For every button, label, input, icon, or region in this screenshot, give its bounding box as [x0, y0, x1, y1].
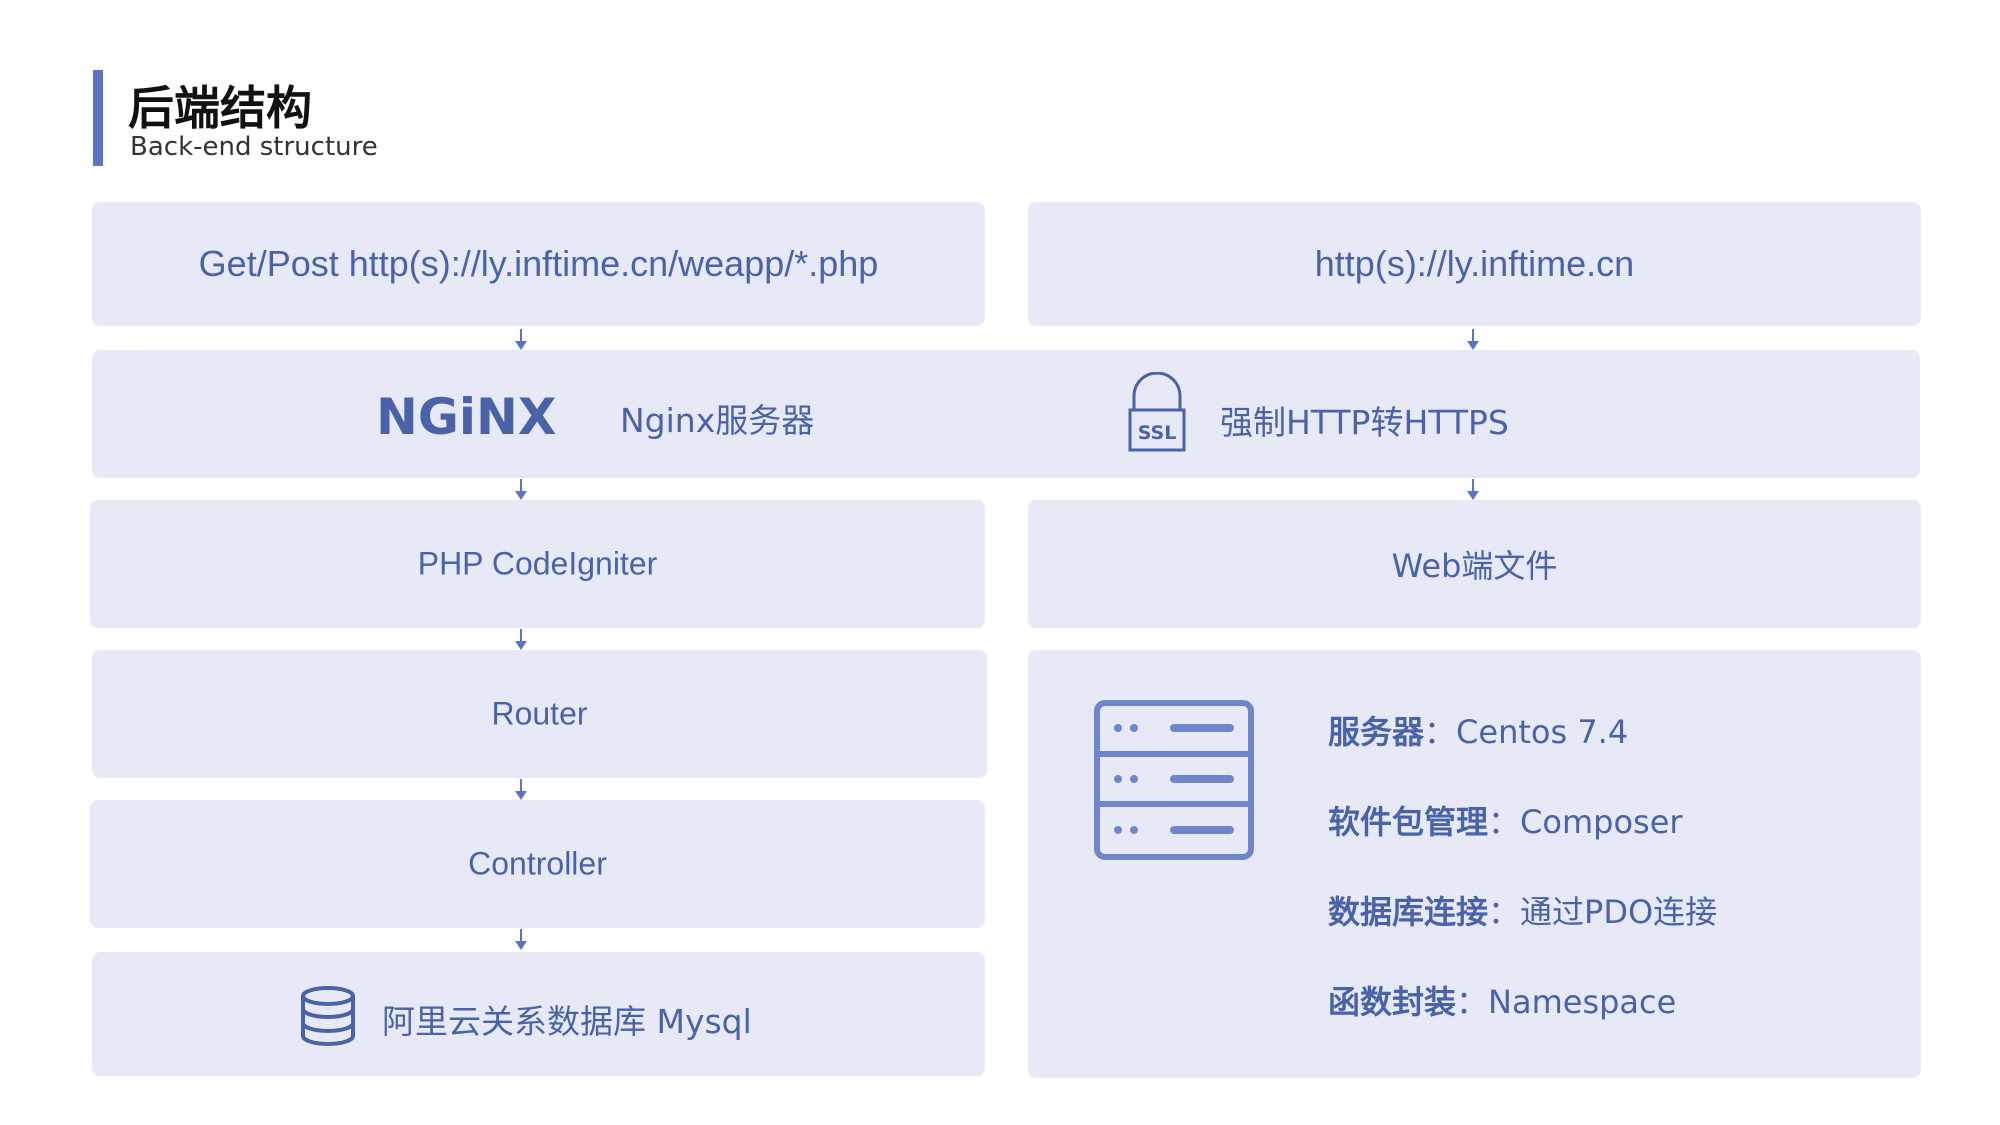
ssl-lock-icon: SSL	[1128, 372, 1186, 452]
nginx-label: Nginx服务器	[620, 401, 815, 440]
info-key: 函数封装	[1328, 983, 1457, 1021]
framework-text: PHP CodeIgniter	[417, 545, 658, 582]
info-sep: ：	[1488, 803, 1521, 841]
web-files-text: Web端文件	[1391, 547, 1558, 585]
page-title: 后端结构	[128, 81, 312, 135]
info-value: Centos 7.4	[1456, 713, 1629, 751]
nginx-logo-text: NGiNX	[376, 392, 556, 440]
arrow-down-icon	[515, 929, 527, 950]
arrow-down-icon	[515, 779, 527, 800]
info-value: 通过PDO连接	[1520, 893, 1718, 931]
database-label: 阿里云关系数据库 Mysql	[382, 1002, 752, 1041]
arrow-down-icon	[1467, 329, 1479, 350]
server-info-panel	[1028, 650, 1921, 1078]
info-sep: ：	[1456, 983, 1489, 1021]
nginx-box	[92, 350, 1920, 478]
info-key: 服务器	[1328, 713, 1425, 751]
router-box: Router	[92, 650, 987, 778]
ssl-icon-text: SSL	[1138, 422, 1177, 444]
info-key: 数据库连接	[1328, 893, 1489, 931]
info-row-server: 服务器：Centos 7.4	[1328, 707, 1628, 753]
info-sep: ：	[1424, 713, 1457, 751]
router-text: Router	[491, 695, 588, 732]
info-value: Namespace	[1488, 983, 1677, 1021]
server-rack-icon	[1094, 700, 1254, 860]
database-box	[92, 952, 985, 1076]
web-files-box: Web端文件	[1028, 500, 1921, 628]
arrow-down-icon	[515, 629, 527, 650]
nginx-logo-icon: NGiNX	[376, 392, 556, 440]
request-box: Get/Post http(s)://ly.inftime.cn/weapp/*…	[92, 202, 985, 326]
site-url-box: http(s)://ly.inftime.cn	[1028, 202, 1921, 326]
ssl-label: 强制HTTP转HTTPS	[1220, 403, 1509, 442]
arrow-down-icon	[515, 479, 527, 500]
info-sep: ：	[1488, 893, 1521, 931]
info-key: 软件包管理	[1328, 803, 1489, 841]
title-accent-bar	[93, 70, 103, 166]
info-value: Composer	[1520, 803, 1683, 841]
request-url-text: Get/Post http(s)://ly.inftime.cn/weapp/*…	[198, 243, 879, 284]
database-icon	[301, 986, 355, 1046]
controller-box: Controller	[90, 800, 985, 928]
controller-text: Controller	[468, 845, 607, 882]
framework-box: PHP CodeIgniter	[90, 500, 985, 628]
arrow-down-icon	[1467, 479, 1479, 500]
arrow-down-icon	[515, 329, 527, 350]
page-subtitle: Back-end structure	[130, 132, 378, 162]
info-row-db-connection: 数据库连接：通过PDO连接	[1328, 887, 1717, 933]
info-row-package-manager: 软件包管理：Composer	[1328, 797, 1683, 843]
info-row-namespace: 函数封装：Namespace	[1328, 977, 1676, 1023]
site-url-text: http(s)://ly.inftime.cn	[1314, 243, 1635, 284]
